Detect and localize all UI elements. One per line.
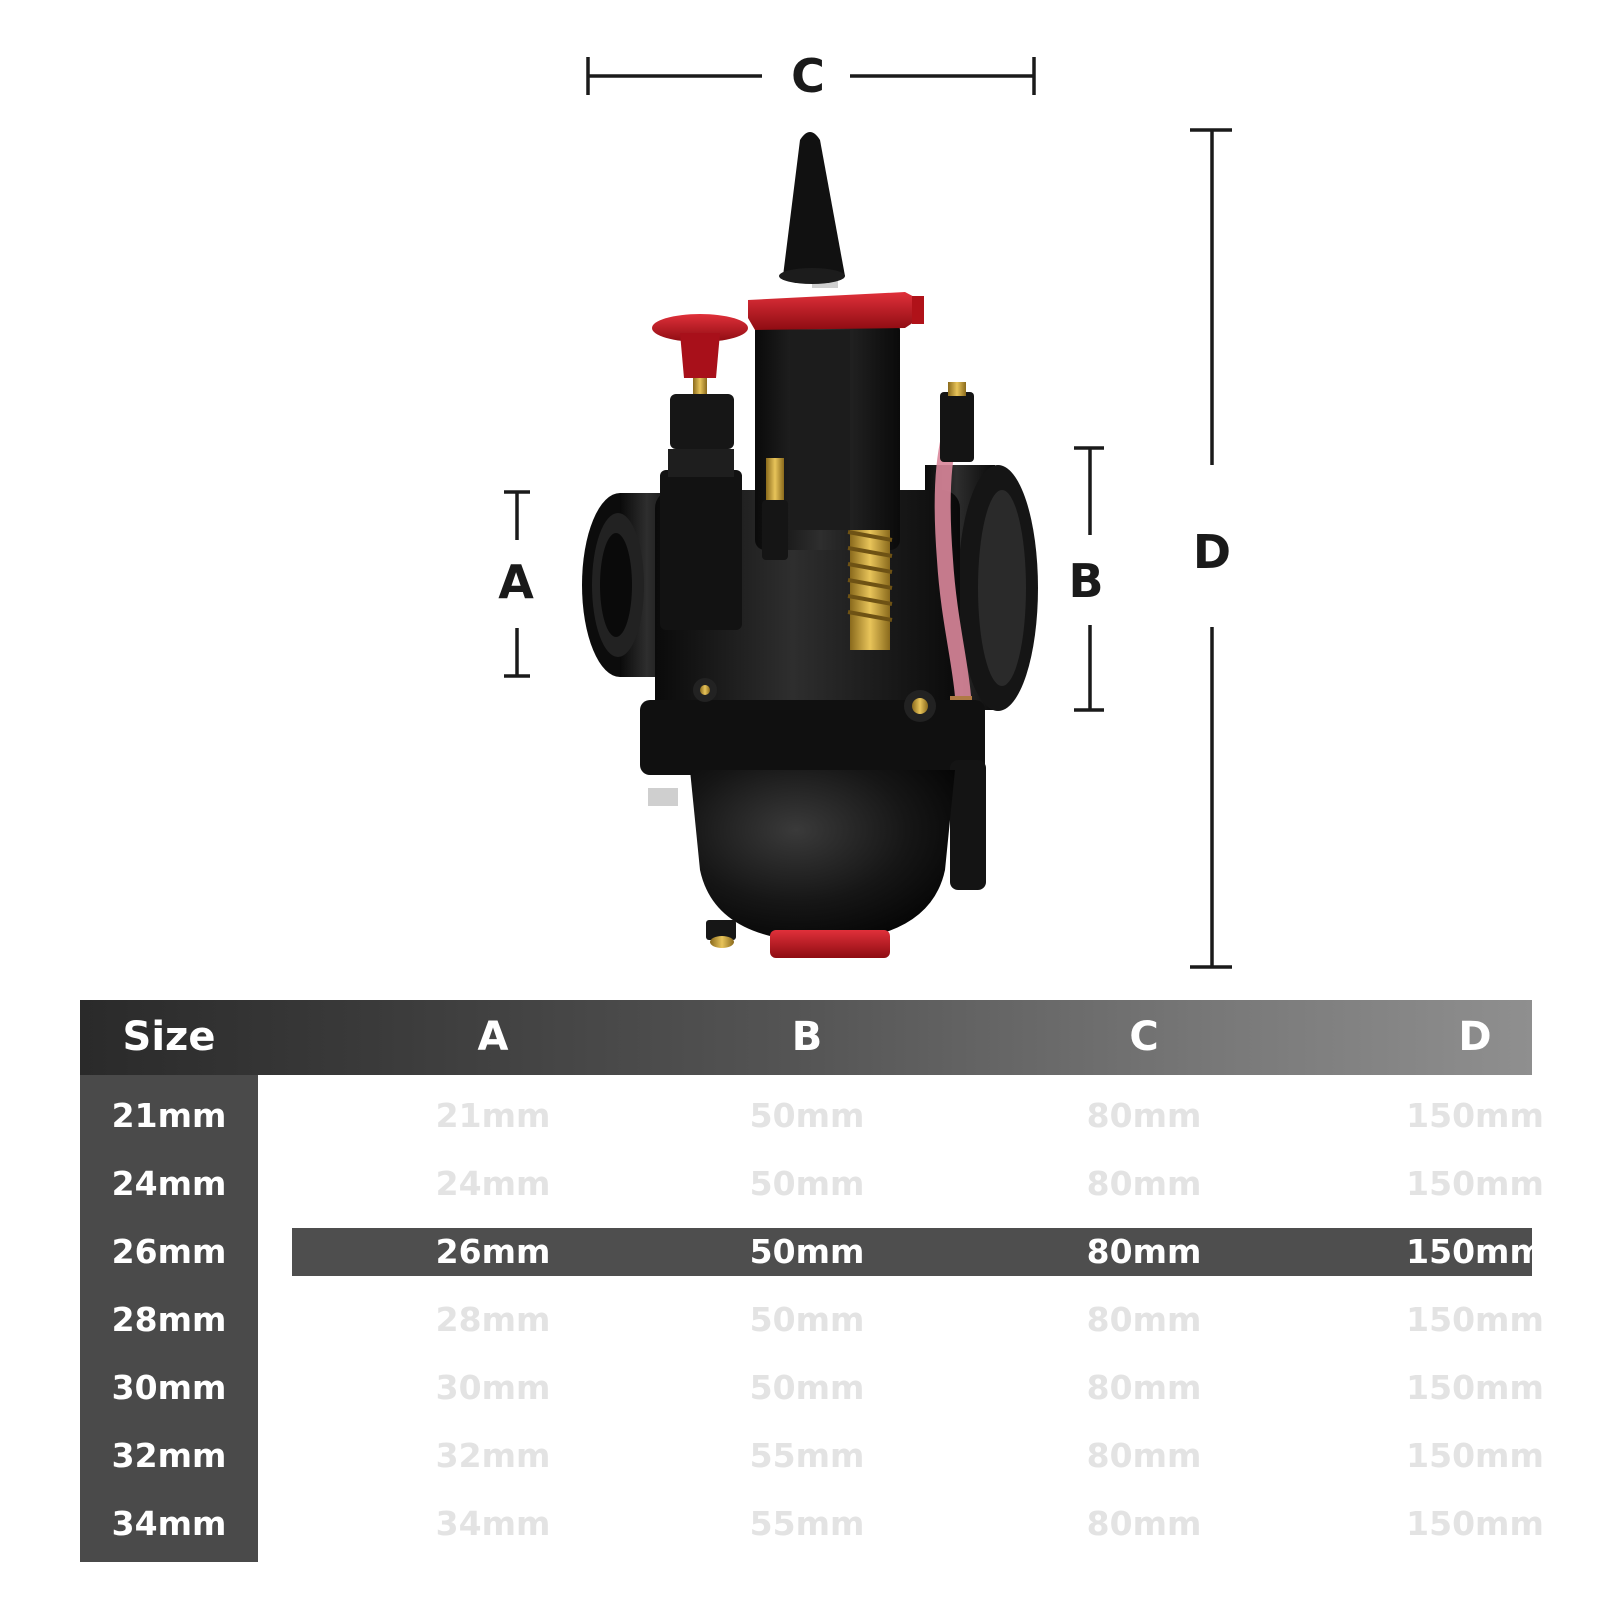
table-cell-c: 80mm [1086, 1300, 1202, 1339]
table-cell-b: 50mm [749, 1164, 865, 1203]
size-cell: 30mm [111, 1368, 227, 1407]
size-cell: 21mm [111, 1096, 227, 1135]
size-cell: 28mm [111, 1300, 227, 1339]
size-cell: 26mm [111, 1232, 227, 1271]
table-cell-b: 50mm [749, 1232, 865, 1271]
idle-screw-spring [847, 530, 893, 650]
size-cell: 32mm [111, 1436, 227, 1475]
dimension-d-label: D [1193, 525, 1231, 579]
table-cell-c: 80mm [1086, 1368, 1202, 1407]
size-table: Size A B C D 21mm 21mm 50mm 80mm 150mm 24mm 24… [80, 1000, 1544, 1562]
size-cell: 24mm [111, 1164, 227, 1203]
table-cell-b: 50mm [749, 1368, 865, 1407]
header-d: D [1458, 1014, 1492, 1060]
size-cell: 34mm [111, 1504, 227, 1543]
table-cell-d: 150mm [1406, 1436, 1544, 1475]
dimension-c-marker: C [586, 49, 1036, 103]
table-cell-a: 26mm [435, 1232, 551, 1271]
table-header: Size A B C D [80, 1000, 1532, 1075]
table-cell-c: 80mm [1086, 1504, 1202, 1543]
table-cell-a: 32mm [435, 1436, 551, 1475]
table-cell-b: 55mm [749, 1436, 865, 1475]
dimension-a-marker: A [498, 490, 534, 678]
table-cell-c: 80mm [1086, 1232, 1202, 1271]
dimension-b-marker: B [1068, 446, 1104, 712]
dimension-c-label: C [791, 49, 825, 103]
dimension-d-marker: D [1190, 128, 1232, 969]
carburetor-illustration [582, 132, 1038, 958]
table-cell-d: 150mm [1406, 1096, 1544, 1135]
highlighted-row-band [292, 1228, 1532, 1276]
table-cell-b: 50mm [749, 1300, 865, 1339]
table-cell-c: 80mm [1086, 1436, 1202, 1475]
carburetor-dimension-diagram: C A B D [498, 49, 1232, 969]
table-cell-a: 34mm [435, 1504, 551, 1543]
table-cell-a: 30mm [435, 1368, 551, 1407]
table-cell-a: 28mm [435, 1300, 551, 1339]
header-c: C [1129, 1014, 1159, 1060]
header-b: B [791, 1014, 823, 1060]
header-a: A [477, 1014, 509, 1060]
table-cell-b: 55mm [749, 1504, 865, 1543]
table-cell-d: 150mm [1406, 1504, 1544, 1543]
table-cell-b: 50mm [749, 1096, 865, 1135]
table-cell-d: 150mm [1406, 1300, 1544, 1339]
table-cell-c: 80mm [1086, 1096, 1202, 1135]
table-cell-d: 150mm [1406, 1164, 1544, 1203]
table-cell-a: 24mm [435, 1164, 551, 1203]
table-cell-d: 150mm [1406, 1368, 1544, 1407]
table-cell-c: 80mm [1086, 1164, 1202, 1203]
header-size: Size [122, 1014, 216, 1060]
table-cell-a: 21mm [435, 1096, 551, 1135]
table-cell-d: 150mm [1406, 1232, 1544, 1271]
size-column [80, 1075, 258, 1562]
dimension-a-label: A [498, 555, 534, 609]
dimension-b-label: B [1068, 554, 1103, 608]
